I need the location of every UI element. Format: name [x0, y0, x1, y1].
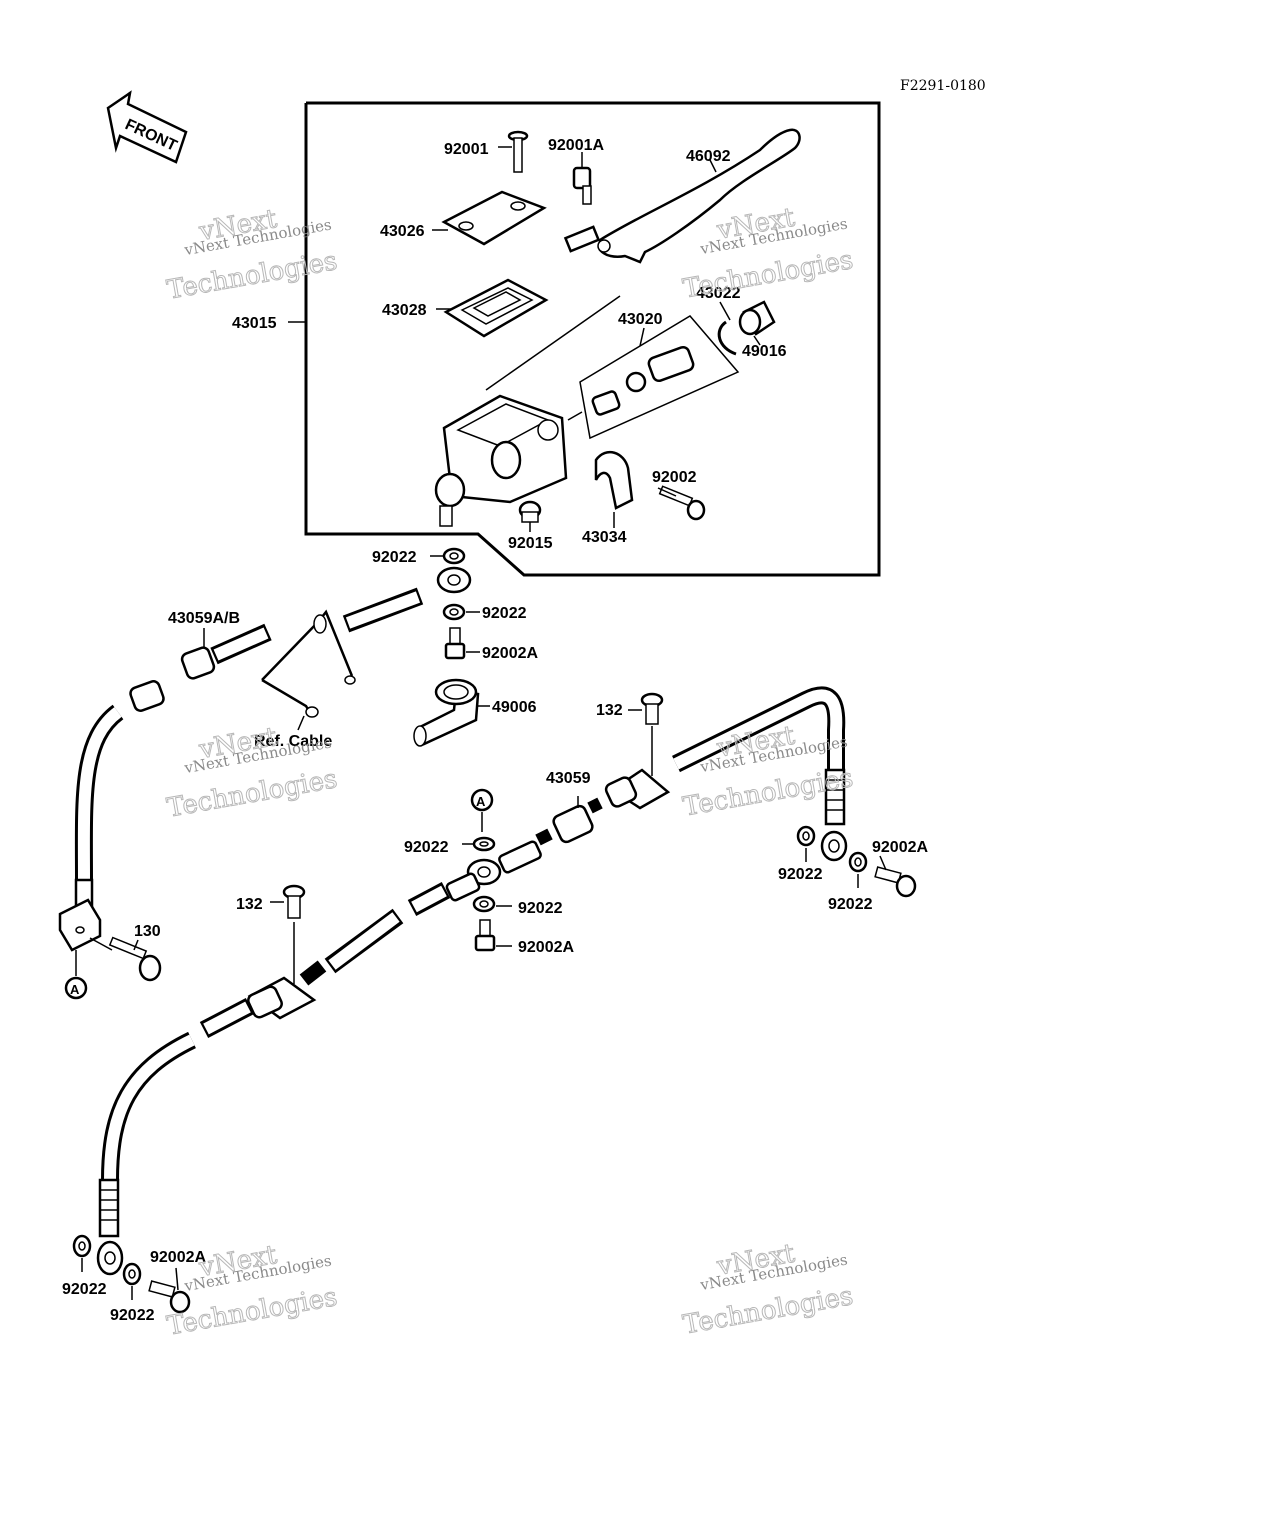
- marker-A-left: A: [64, 976, 88, 1000]
- pin-92001A-icon: [572, 166, 592, 205]
- washer-92022-right-b-icon: [848, 851, 868, 873]
- watermarks: vNext vNext Technologies Technologies vN…: [164, 202, 856, 1342]
- dust-cap-49006-icon: [413, 678, 480, 747]
- label-92001A: 92001A: [548, 137, 604, 154]
- washer-92022-top-icon: [442, 547, 466, 565]
- part-labels: 92001 92001A 46092 43026 43028 43015 430…: [62, 137, 928, 1324]
- label-92002A-bottom: 92002A: [150, 1249, 206, 1266]
- hose-clamp-lower-icon: [247, 976, 317, 1020]
- bolt-130-icon: [108, 936, 162, 982]
- label-92022-right-a: 92022: [778, 866, 823, 883]
- front-arrow-icon: FRONT: [106, 90, 188, 164]
- watermark-3: vNext vNext Technologies Technologies: [164, 721, 340, 824]
- washer-92022-middle-icon: [472, 836, 496, 852]
- label-92022-top: 92022: [372, 549, 417, 566]
- hose-joint-43059AB-icon: [129, 646, 216, 712]
- svg-text:A: A: [70, 982, 80, 997]
- boot-49016-icon: [738, 300, 776, 336]
- label-46092: 46092: [686, 148, 731, 165]
- assembly-box-43015: [304, 101, 881, 577]
- label-132-upper: 132: [596, 702, 623, 719]
- bolt-132-lower-icon: [282, 884, 306, 919]
- watermark-5: vNext vNext Technologies Technologies: [164, 1239, 340, 1342]
- washer-92022-right-a-icon: [796, 825, 816, 847]
- label-49006: 49006: [492, 699, 537, 716]
- washer-92022-middle-b-icon: [472, 895, 496, 913]
- banjo-bolt-92002A-right-icon: [874, 866, 917, 898]
- marker-A-middle: A: [470, 788, 494, 812]
- lever-46092-icon: [563, 128, 801, 264]
- hose-clamp-upper-icon: [604, 768, 671, 810]
- label-43034: 43034: [582, 529, 627, 546]
- washer-92022-bottom-a-icon: [72, 1234, 92, 1258]
- banjo-fitting-top-icon: [436, 566, 472, 594]
- label-43015: 43015: [232, 315, 277, 332]
- bolt-132-upper-icon: [640, 692, 664, 725]
- leader-lines-upper: [288, 146, 761, 532]
- banjo-fitting-middle-icon: [445, 840, 542, 902]
- label-92015: 92015: [508, 535, 553, 552]
- washer-92022-bottom-b-icon: [122, 1262, 142, 1286]
- hose-spring-right-icon: [820, 768, 848, 862]
- label-49016: 49016: [742, 343, 787, 360]
- label-92001: 92001: [444, 141, 489, 158]
- hose-fitting-left-icon: [58, 878, 102, 952]
- screw-92001-icon: [507, 130, 529, 173]
- label-132-lower: 132: [236, 896, 263, 913]
- label-92022-middle: 92022: [404, 839, 449, 856]
- label-92002A-top: 92002A: [482, 645, 538, 662]
- master-cylinder-43015-icon: [434, 394, 568, 527]
- banjo-bolt-92002A-top-icon: [444, 627, 466, 660]
- diaphragm-43028-icon: [443, 278, 549, 338]
- clamp-43034-icon: [594, 450, 634, 510]
- label-43022: 43022: [696, 285, 741, 302]
- banjo-bolt-92002A-middle-icon: [474, 919, 496, 952]
- reservoir-cap-43026-icon: [441, 190, 547, 246]
- svg-text:A: A: [476, 794, 486, 809]
- label-ref-cable: Ref. Cable: [254, 733, 332, 750]
- drawing-code: F2291-0180: [900, 78, 986, 94]
- watermark-6: vNext vNext Technologies Technologies: [680, 1238, 856, 1341]
- label-43059: 43059: [546, 770, 591, 787]
- piston-kit-43020-outline: [579, 315, 740, 440]
- label-43059AB: 43059A/B: [168, 610, 240, 627]
- label-43028: 43028: [382, 302, 427, 319]
- washer-92022-b-icon: [442, 603, 466, 621]
- piston-kit-43020-icon: [591, 345, 695, 416]
- label-92002A-right: 92002A: [872, 839, 928, 856]
- bleeder-cap-92015-icon: [518, 500, 542, 523]
- label-92002: 92002: [652, 469, 697, 486]
- hose-joint-43059-icon: [552, 796, 594, 844]
- label-130: 130: [134, 923, 161, 940]
- hose-spring-lower-icon: [96, 1178, 124, 1276]
- cable-clip-icon: [261, 609, 354, 717]
- label-92022-bottom-a: 92022: [62, 1281, 107, 1298]
- banjo-bolt-92002A-bottom-icon: [148, 1280, 191, 1314]
- label-92022-b: 92022: [482, 605, 527, 622]
- label-43020: 43020: [618, 311, 663, 328]
- label-43026: 43026: [380, 223, 425, 240]
- label-92022-middle-b: 92022: [518, 900, 563, 917]
- label-92022-right-b: 92022: [828, 896, 873, 913]
- label-92002A-middle: 92002A: [518, 939, 574, 956]
- label-92022-bottom-b: 92022: [110, 1307, 155, 1324]
- watermark-1: vNext vNext Technologies Technologies: [164, 203, 340, 306]
- circlip-43022-icon: [717, 320, 737, 356]
